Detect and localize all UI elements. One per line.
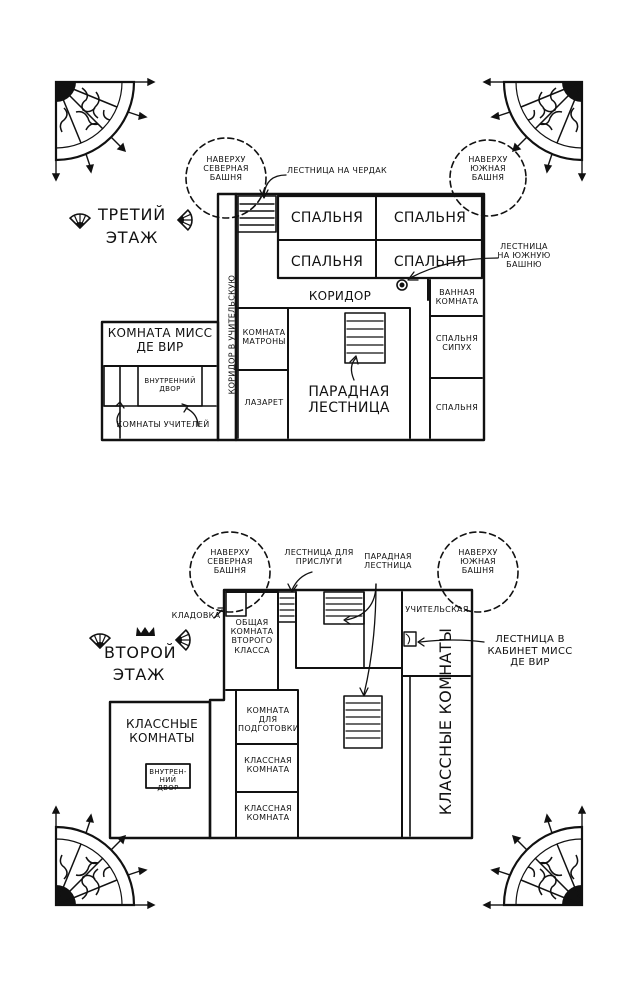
second-floor-title-line1: ВТОРОЙ — [104, 643, 177, 662]
bedroom-4-label: СПАЛЬНЯ — [393, 254, 467, 270]
third-floor-title-line1: ТРЕТИЙ — [97, 205, 167, 224]
servant-stairs-label: ЛЕСТНИЦА ДЛЯ ПРИСЛУГИ — [284, 548, 354, 567]
matron-room-label: КОМНАТА МАТРОНЫ — [242, 328, 286, 347]
classrooms-right-label: КЛАССНЫЕ КОМНАТЫ — [435, 627, 455, 816]
miss-devere-room-label: КОМНАТА МИСС ДЕ ВИР — [107, 326, 213, 354]
office-stairs-label: ЛЕСТНИЦА В КАБИНЕТ МИСС ДЕ ВИР — [487, 634, 573, 668]
second-floor-title-line2: ЭТАЖ — [112, 665, 166, 684]
common-room-label: ОБЩАЯ КОМНАТА ВТОРОГО КЛАССА — [230, 618, 274, 655]
infirmary-label: ЛАЗАРЕТ — [244, 398, 284, 407]
prep-room-label: КОМНАТА ДЛЯ ПОДГОТОВКИ — [238, 706, 300, 734]
bedroom-5-label: СПАЛЬНЯ — [435, 403, 479, 412]
classroom-1-label: КЛАССНАЯ КОМНАТА — [244, 756, 292, 775]
second-north-tower-label: НАВЕРХУ СЕВЕРНАЯ БАШНЯ — [207, 548, 253, 576]
storeroom-label: КЛАДОВКА — [171, 611, 221, 620]
bedroom-1-label: СПАЛЬНЯ — [290, 210, 364, 226]
attic-stairs-label: ЛЕСТНИЦА НА ЧЕРДАК — [287, 166, 387, 175]
classroom-2-label: КЛАССНАЯ КОМНАТА — [244, 804, 292, 823]
second-grand-staircase-label: ПАРАДНАЯ ЛЕСТНИЦА — [364, 552, 412, 571]
third-courtyard-label: ВНУТРЕННИЙ ДВОР — [144, 377, 196, 394]
bathroom-label: ВАННАЯ КОМНАТА — [435, 288, 479, 307]
third-floor-title-line2: ЭТАЖ — [105, 228, 159, 247]
third-north-tower-label: НАВЕРХУ СЕВЕРНАЯ БАШНЯ — [203, 155, 249, 183]
staff-room-label: УЧИТЕЛЬСКАЯ — [405, 605, 469, 614]
bedroom-2-label: СПАЛЬНЯ — [393, 210, 467, 226]
second-courtyard-label: ВНУТРЕН-НИЙ ДВОР — [149, 768, 187, 793]
third-grand-staircase-label: ПАРАДНАЯ ЛЕСТНИЦА — [308, 384, 390, 417]
corridor-label: КОРИДОР — [308, 289, 372, 303]
teachers-rooms-label: КОМНАТЫ УЧИТЕЛЕЙ — [116, 420, 210, 429]
bedroom-3-label: СПАЛЬНЯ — [290, 254, 364, 270]
second-south-tower-label: НАВЕРХУ ЮЖНАЯ БАШНЯ — [458, 548, 498, 576]
classrooms-left-label: КЛАССНЫЕ КОМНАТЫ — [125, 717, 199, 745]
south-tower-stairs-label: ЛЕСТНИЦА НА ЮЖНУЮ БАШНЮ — [497, 242, 551, 270]
sypukh-bedroom-label: СПАЛЬНЯ СИПУХ — [435, 334, 479, 353]
third-south-tower-label: НАВЕРХУ ЮЖНАЯ БАШНЯ — [468, 155, 508, 183]
teachers-corridor-label: КОРИДОР В УЧИТЕЛЬСКУЮ — [227, 274, 237, 395]
